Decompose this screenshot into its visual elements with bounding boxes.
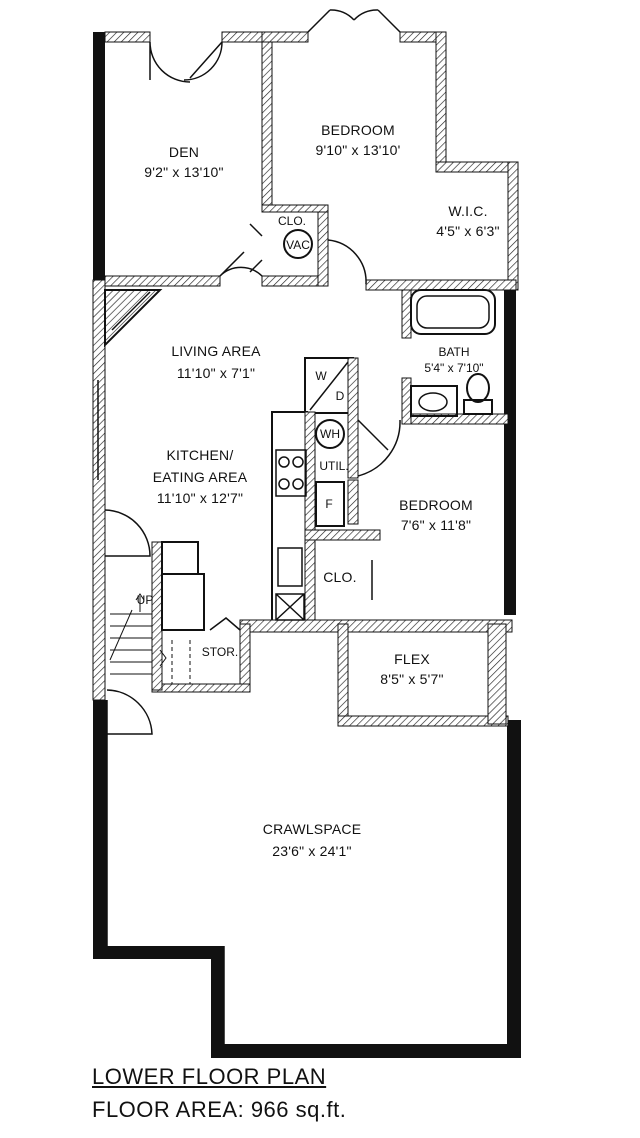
flex-size: 8'5" x 5'7" [380,671,443,687]
bed1-bottom-wall [365,279,517,291]
bath-size: 5'4" x 7'10" [424,361,483,375]
interior-walls [104,41,517,727]
closet-top [261,204,329,213]
vac-label: VAC [286,238,310,252]
fixtures [97,229,513,684]
living-size: 11'10" x 7'1" [177,365,255,381]
den-bottom-wall [104,275,221,287]
east-wall-lower [507,720,521,1058]
wic-top-wall [435,161,519,173]
floor-plan: DEN 9'2" x 13'10" BEDROOM 9'10" x 13'10'… [92,9,521,1058]
stor-door [209,617,241,631]
den-bottom-wall-b [261,275,323,287]
bottom-wall [211,1044,521,1058]
stove-icon [275,449,307,497]
crawl-door [106,689,153,735]
kitchen-counter [271,411,308,625]
fixture-labels: CLO. VAC W D WH UTIL. F CLO. UP STOR. [137,214,357,659]
water-heater-icon [315,419,345,449]
bedroom1-label: BEDROOM [321,122,395,138]
den-size: 9'2" x 13'10" [144,164,223,180]
stairs [109,593,191,684]
kitchen-island [161,573,205,631]
closet2-top [304,529,381,541]
bath-west-wall [401,289,412,339]
flex-east-wall [487,623,507,725]
bottom-step-wall [211,946,224,1058]
utility-column [304,411,316,625]
west-wall-lower [93,700,107,958]
exterior-door [104,509,151,557]
wic-size: 4'5" x 6'3" [436,223,499,239]
bed1-east-wall [435,31,447,173]
den-label: DEN [169,144,199,160]
water-heater-label: WH [320,427,340,441]
vac-icon [283,229,313,259]
crawlspace-size: 23'6" x 24'1" [272,843,351,859]
plan-title: LOWER FLOOR PLAN [92,1064,327,1089]
bedroom1-size: 9'10" x 13'10' [315,142,400,158]
furnace-box [315,481,345,527]
kitchen-size: 11'10" x 12'7" [157,490,243,506]
utility-wall [347,357,359,479]
utility-label: UTIL. [319,459,348,473]
bed2-west-wall [347,479,359,525]
toilet-tank [463,399,493,415]
bedroom-door [327,239,367,285]
bottom-left-wall [93,946,223,959]
closet2-label: CLO. [323,569,356,585]
bedroom2-label: BEDROOM [399,497,473,513]
corner-cabinet [104,289,163,348]
den-double-door [149,41,223,83]
bed1-top-wall [261,31,309,43]
kitchen-label-2: EATING AREA [153,469,248,485]
flex-west-wall [337,623,349,725]
crawlspace-label: CRAWLSPACE [263,821,361,837]
wic-label: W.I.C. [448,203,487,219]
exterior-walls [92,31,521,1058]
den-top-wall [104,31,151,43]
room-labels: DEN 9'2" x 13'10" BEDROOM 9'10" x 13'10'… [144,122,499,859]
furnace-label: F [325,497,332,511]
closet-door [249,223,263,273]
utility-door [357,419,401,477]
toilet-bowl [466,373,490,403]
flex-bottom-wall [337,715,509,727]
bath-label: BATH [438,345,469,359]
bathtub [410,289,496,335]
washer-label: W [315,369,327,383]
dryer-label: D [336,389,345,403]
storage-label: STOR. [202,645,238,659]
kitchen-label-1: KITCHEN/ [167,447,234,463]
flex-label: FLEX [394,651,430,667]
closet-wall [317,209,329,287]
den-door [219,251,263,277]
dishwasher-icon [275,593,305,621]
bath-sink [410,385,458,417]
west-wall [93,32,105,280]
fridge [161,541,199,575]
living-label: LIVING AREA [171,343,261,359]
bedroom-double-door [307,9,401,33]
bath-inner-wall [401,377,412,425]
den-bed-wall [261,41,273,211]
stor-east-wall [239,623,251,691]
mid-bottom-wall [239,619,513,633]
doors [104,9,401,735]
stair-wall [151,541,163,691]
stair-up-label: UP [137,593,154,607]
kitchen-sink [277,547,303,587]
floor-area: FLOOR AREA: 966 sq.ft. [92,1097,347,1122]
wic-east-wall [507,161,519,291]
closet1-label: CLO. [278,214,306,228]
bedroom2-size: 7'6" x 11'8" [401,517,471,533]
stor-bottom-wall [151,683,251,693]
east-wall-mid [504,285,516,615]
west-wall-hatched [92,279,106,701]
